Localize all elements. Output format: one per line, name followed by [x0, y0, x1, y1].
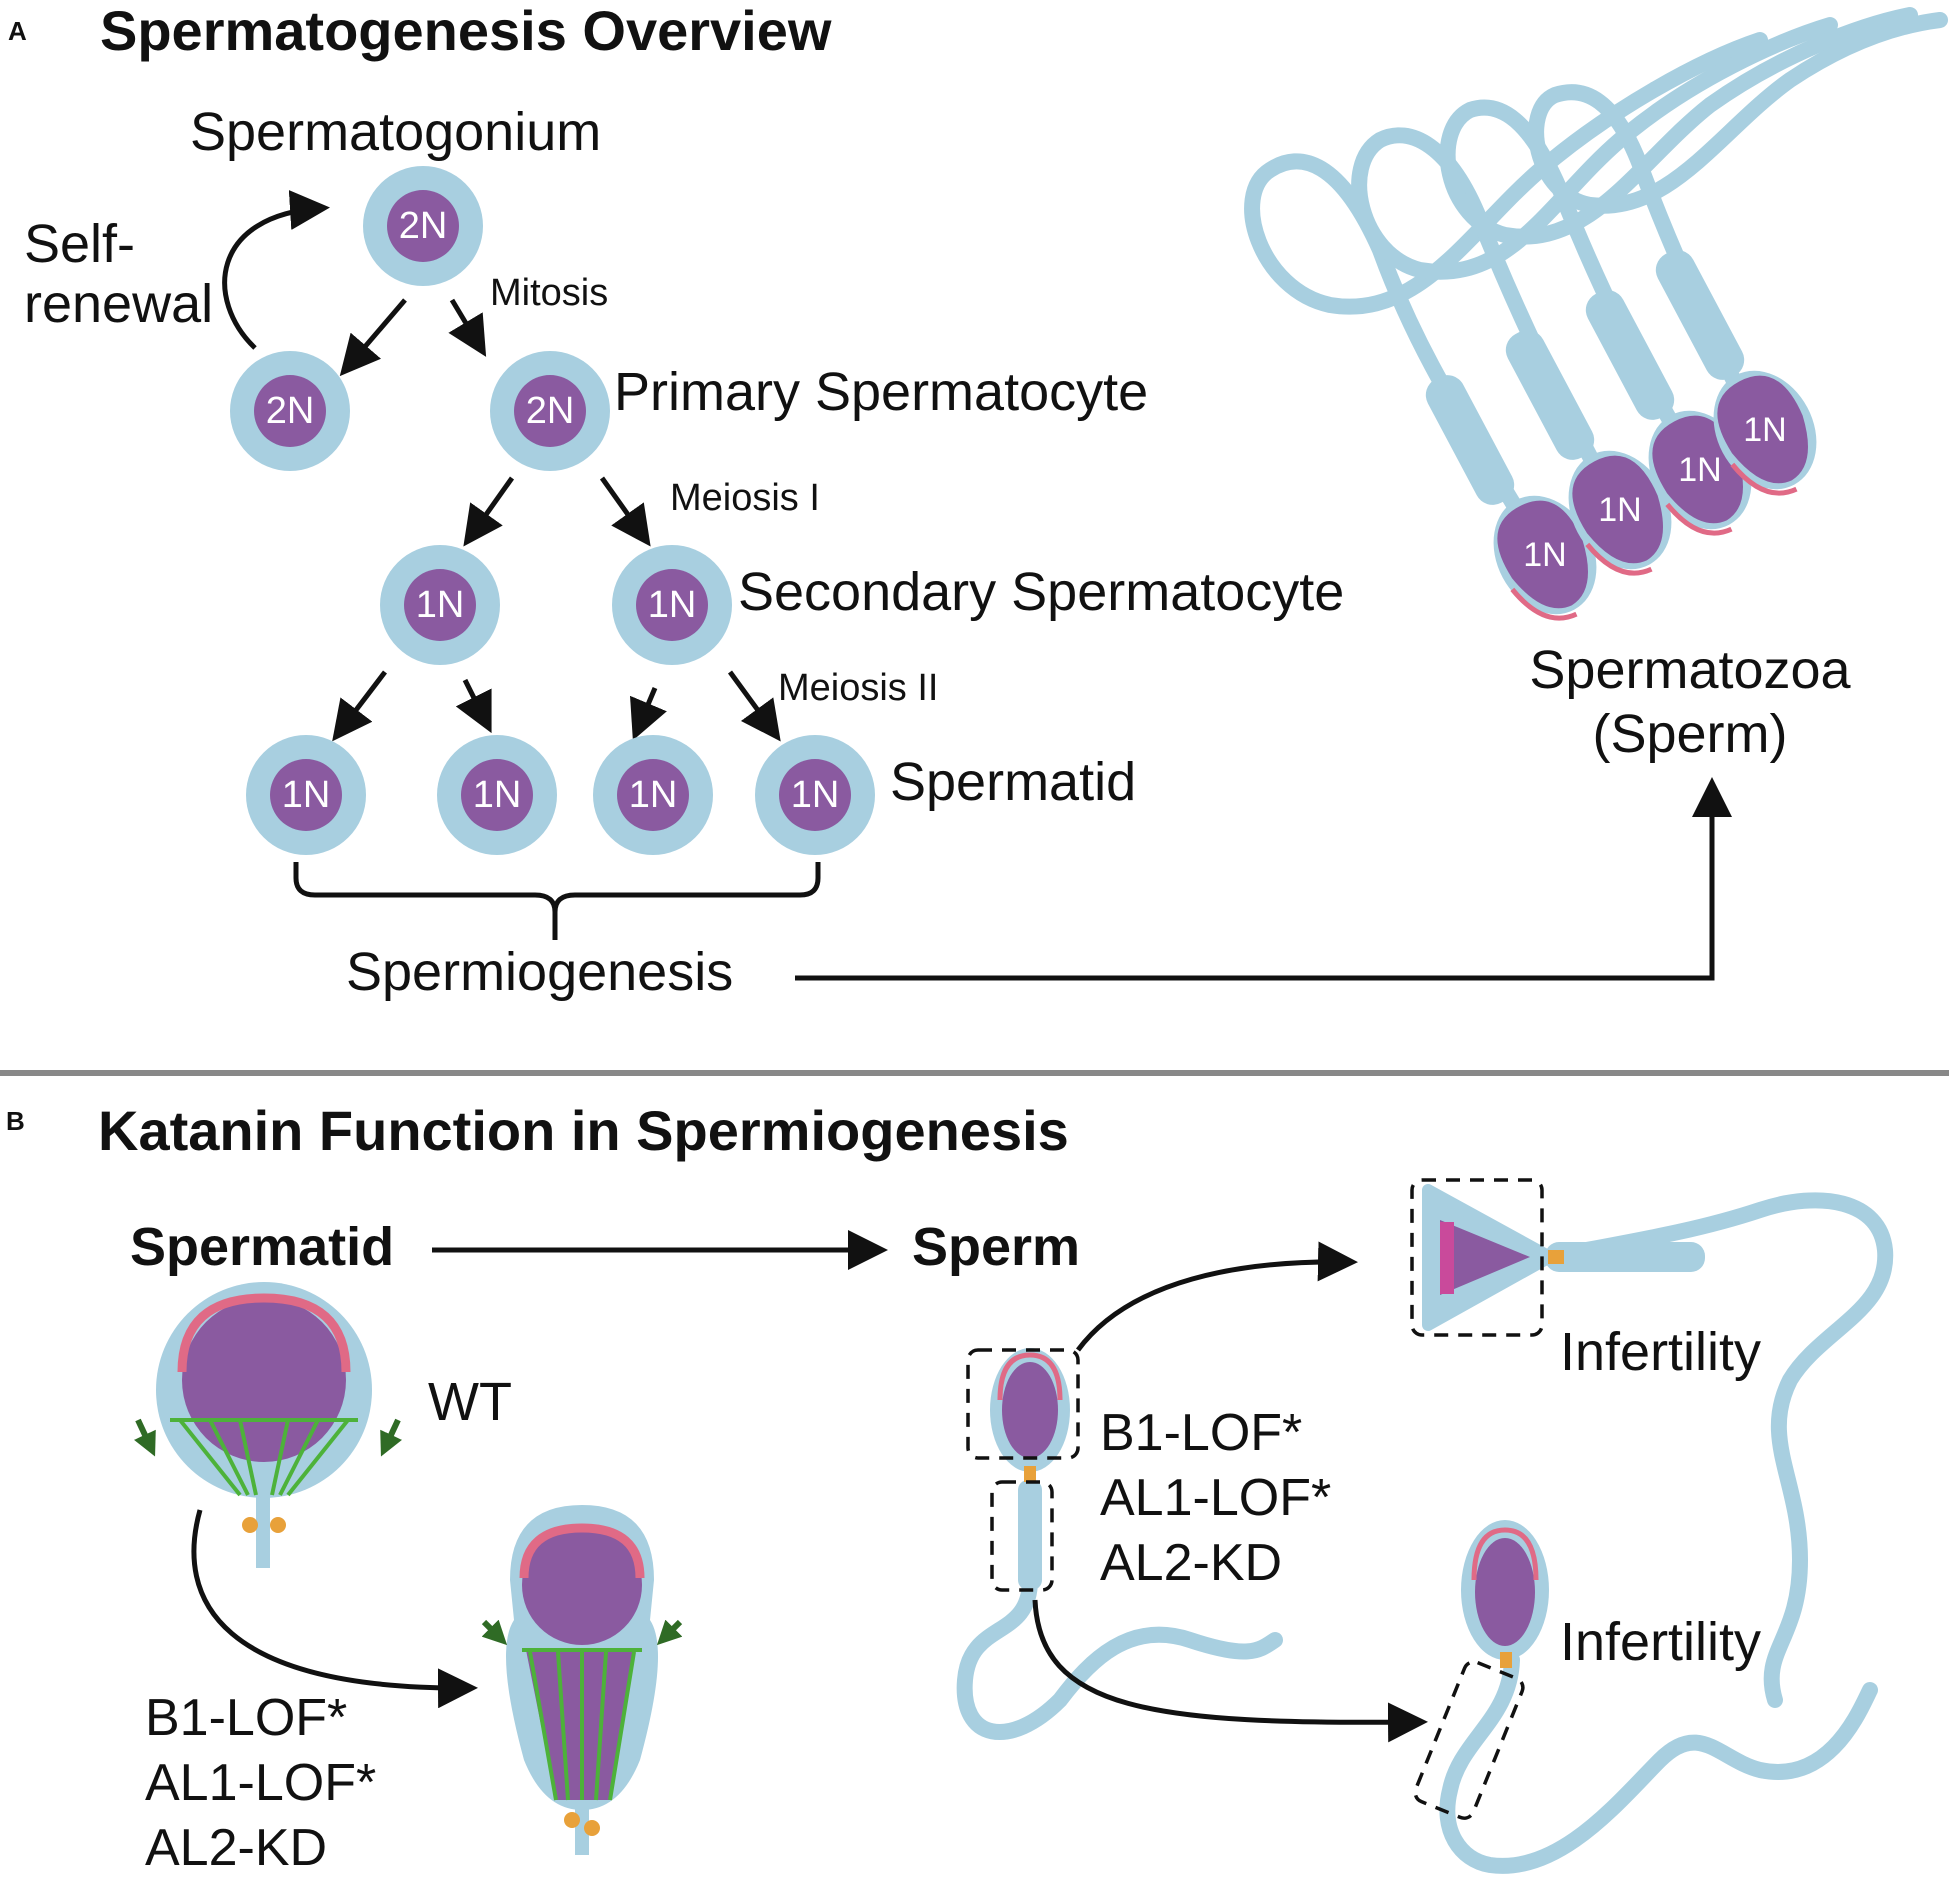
arrow-meiosis1-right — [599, 476, 651, 547]
label-wt: WT — [428, 1372, 512, 1432]
arrow-to-head-defect — [1075, 1241, 1358, 1352]
genotype-left-1: B1-LOF* — [145, 1689, 347, 1747]
label-sperm-b: Sperm — [912, 1217, 1080, 1277]
ploidy-label: 2N — [526, 390, 575, 432]
cell-spermatogonium-daughter: 2N — [230, 351, 350, 471]
cell-secondary-spermatocyte-right: 1N — [612, 545, 732, 665]
label-spermatozoa-1: Spermatozoa — [1529, 640, 1851, 700]
label-infertility-bottom: Infertility — [1560, 1612, 1761, 1672]
genotype-right-3: AL2-KD — [1100, 1534, 1282, 1592]
label-meiosis-2: Meiosis II — [778, 667, 938, 709]
arrow-to-tail-defect — [1032, 1599, 1428, 1743]
cell-spermatid-1: 1N — [246, 735, 366, 855]
ploidy-label: 1N — [416, 584, 465, 626]
label-spermatid: Spermatid — [890, 752, 1136, 812]
label-spermatozoa-2: (Sperm) — [1592, 704, 1787, 764]
panel-b-title: Katanin Function in Spermiogenesis — [98, 1099, 1069, 1162]
genotype-left-3: AL2-KD — [145, 1819, 327, 1877]
ploidy-label: 1N — [1598, 491, 1641, 529]
normal-sperm-cell — [956, 1348, 1283, 1740]
panel-b-letter: B — [6, 1106, 25, 1136]
cell-primary-spermatocyte: 2N — [490, 351, 610, 471]
arrow-spermiogenesis-to-sperm — [795, 777, 1732, 981]
cell-spermatogonium: 2N — [363, 166, 483, 286]
label-meiosis-1: Meiosis I — [670, 477, 820, 519]
panel-a-letter: A — [8, 16, 27, 46]
cell-spermatid-4: 1N — [755, 735, 875, 855]
arrow-meiosis2-d — [727, 670, 781, 742]
arrow-meiosis2-b — [455, 678, 492, 734]
tail-defect-sperm — [1413, 1520, 1878, 1874]
cell-secondary-spermatocyte-left: 1N — [380, 545, 500, 665]
label-self-renewal-2: renewal — [24, 274, 213, 334]
label-mitosis: Mitosis — [490, 272, 608, 314]
ploidy-label: 1N — [282, 774, 331, 816]
label-spermiogenesis: Spermiogenesis — [346, 942, 733, 1002]
ploidy-label: 2N — [266, 390, 315, 432]
ploidy-label: 2N — [399, 205, 448, 247]
arrow-self-renewal — [222, 190, 330, 350]
label-secondary-spermatocyte: Secondary Spermatocyte — [738, 562, 1344, 622]
label-infertility-top: Infertility — [1560, 1322, 1761, 1382]
arrow-meiosis2-c — [630, 687, 667, 741]
ploidy-label: 1N — [629, 774, 678, 816]
label-self-renewal-1: Self- — [24, 214, 135, 274]
ploidy-label: 1N — [791, 774, 840, 816]
panel-a-title: Spermatogenesis Overview — [100, 0, 832, 62]
mutant-spermatid-cell — [481, 1505, 683, 1855]
genotype-right-1: B1-LOF* — [1100, 1404, 1302, 1462]
arrow-mitosis-right — [448, 298, 487, 357]
ploidy-label: 1N — [1523, 536, 1566, 574]
label-primary-spermatocyte: Primary Spermatocyte — [614, 362, 1148, 422]
spermatozoa-illustration: 1N 1N 1N 1N — [1244, 7, 1948, 621]
ploidy-label: 1N — [473, 774, 522, 816]
genotype-right-2: AL1-LOF* — [1100, 1469, 1331, 1527]
cell-spermatid-3: 1N — [593, 735, 713, 855]
ploidy-label: 1N — [1743, 411, 1786, 449]
arrow-meiosis2-a — [332, 670, 387, 742]
label-spermatid-b: Spermatid — [130, 1217, 394, 1277]
brace-spermatids — [293, 862, 821, 940]
ploidy-label: 1N — [1678, 451, 1721, 489]
ploidy-label: 1N — [648, 584, 697, 626]
head-defect-sperm — [1410, 1178, 1894, 1708]
arrow-wt-to-mutant — [191, 1509, 478, 1709]
genotype-left-2: AL1-LOF* — [145, 1754, 376, 1812]
arrow-meiosis1-left — [463, 476, 515, 547]
wt-spermatid-cell — [134, 1282, 402, 1568]
cell-spermatid-2: 1N — [437, 735, 557, 855]
label-spermatogonium: Spermatogonium — [190, 102, 601, 162]
arrow-mitosis-left — [339, 298, 407, 377]
